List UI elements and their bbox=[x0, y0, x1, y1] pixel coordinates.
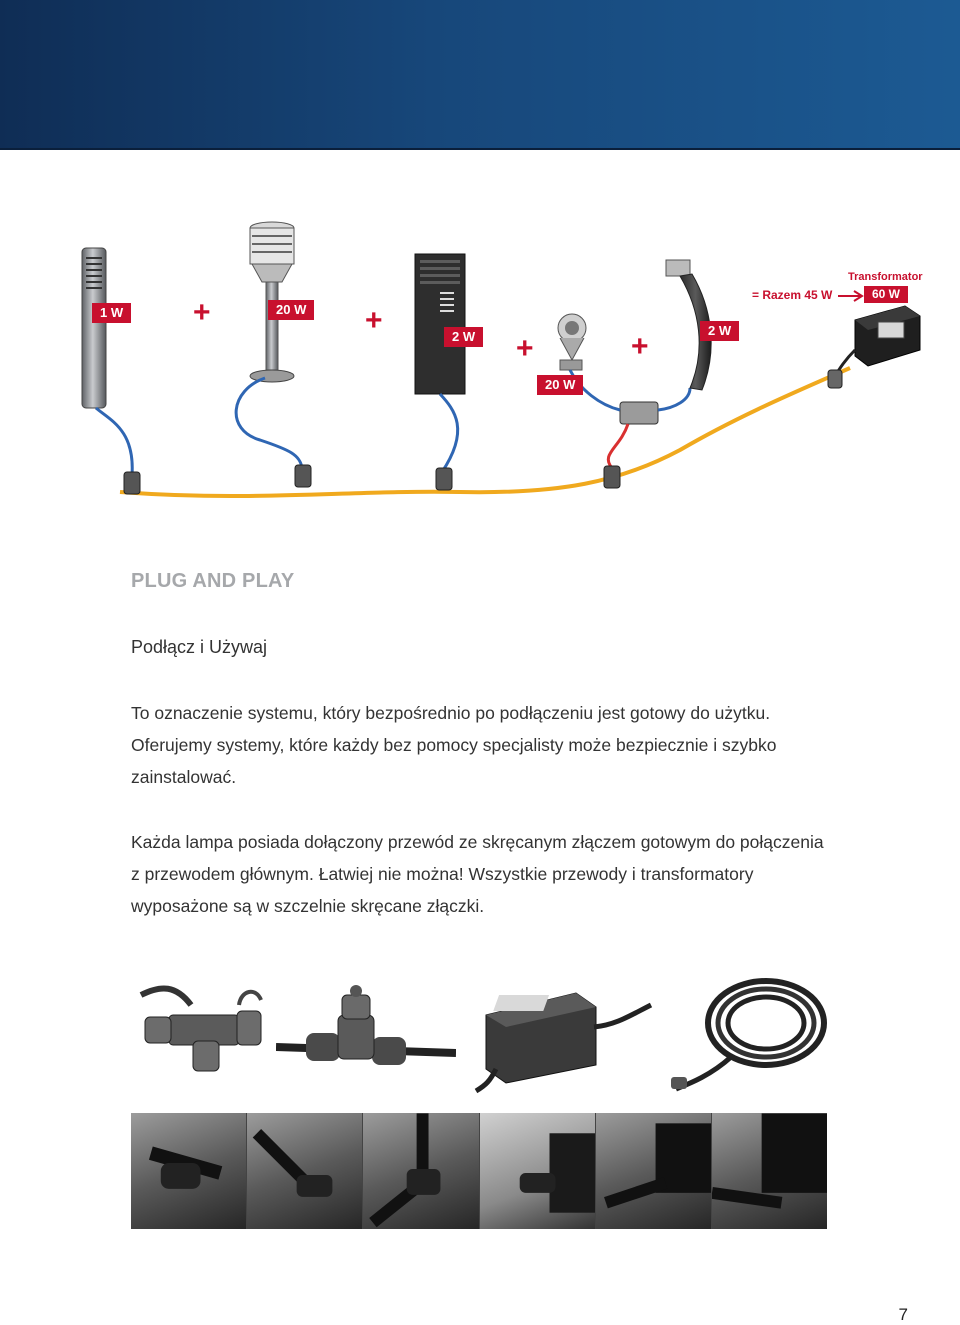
arrow-icon bbox=[838, 290, 864, 302]
paragraph-2: Każda lampa posiada dołączony przewód ze… bbox=[131, 832, 824, 916]
t-connector-photo bbox=[139, 985, 263, 1072]
transformer-photo bbox=[474, 992, 653, 1094]
step-photo bbox=[711, 1113, 828, 1229]
main-cable bbox=[119, 366, 851, 499]
transformer bbox=[827, 305, 921, 389]
transformer-watt-label: 60 W bbox=[864, 286, 909, 303]
page-number: 7 bbox=[898, 1305, 908, 1324]
plus-sign: + bbox=[516, 332, 534, 365]
watt-label-bollard-slim: 1 W bbox=[92, 303, 132, 323]
cable-coil-photo bbox=[671, 978, 827, 1092]
watt-label-arc-light: 2 W bbox=[700, 321, 740, 341]
connection-steps bbox=[131, 1113, 828, 1229]
wiring-diagram: 1 W + 20 W + 2 W + 20 W + 2 W = Razem 45… bbox=[0, 210, 960, 510]
lamp-bollard-post bbox=[234, 221, 312, 488]
step-photo bbox=[363, 1113, 480, 1229]
cable-tee-photo bbox=[276, 985, 456, 1065]
watt-label-spotlight: 20 W bbox=[537, 375, 584, 395]
product-photos bbox=[131, 965, 831, 1095]
total-label: = Razem 45 W bbox=[752, 288, 833, 302]
step-photo bbox=[247, 1113, 364, 1229]
plus-sign: + bbox=[365, 304, 383, 337]
paragraph-1: To oznaczenie systemu, który bezpośredni… bbox=[131, 703, 777, 787]
watt-label-bollard-post: 20 W bbox=[268, 300, 315, 320]
step-photo bbox=[131, 1113, 248, 1229]
step-photo bbox=[479, 1113, 596, 1229]
plus-sign: + bbox=[631, 330, 649, 363]
plus-sign: + bbox=[193, 296, 211, 329]
section-subtitle: Podłącz i Używaj bbox=[131, 637, 268, 657]
wiring-diagram-graphic bbox=[81, 221, 921, 499]
watt-label-block-light: 2 W bbox=[444, 327, 484, 347]
header-band bbox=[0, 0, 960, 150]
lamp-block-light bbox=[414, 253, 466, 491]
lamp-bollard-slim bbox=[81, 247, 141, 495]
section-title: PLUG AND PLAY bbox=[131, 570, 295, 592]
transformer-caption: Transformator bbox=[848, 271, 923, 283]
step-photo bbox=[595, 1113, 712, 1229]
lamp-spotlight bbox=[557, 313, 587, 371]
lamp-arc-light bbox=[665, 259, 712, 391]
